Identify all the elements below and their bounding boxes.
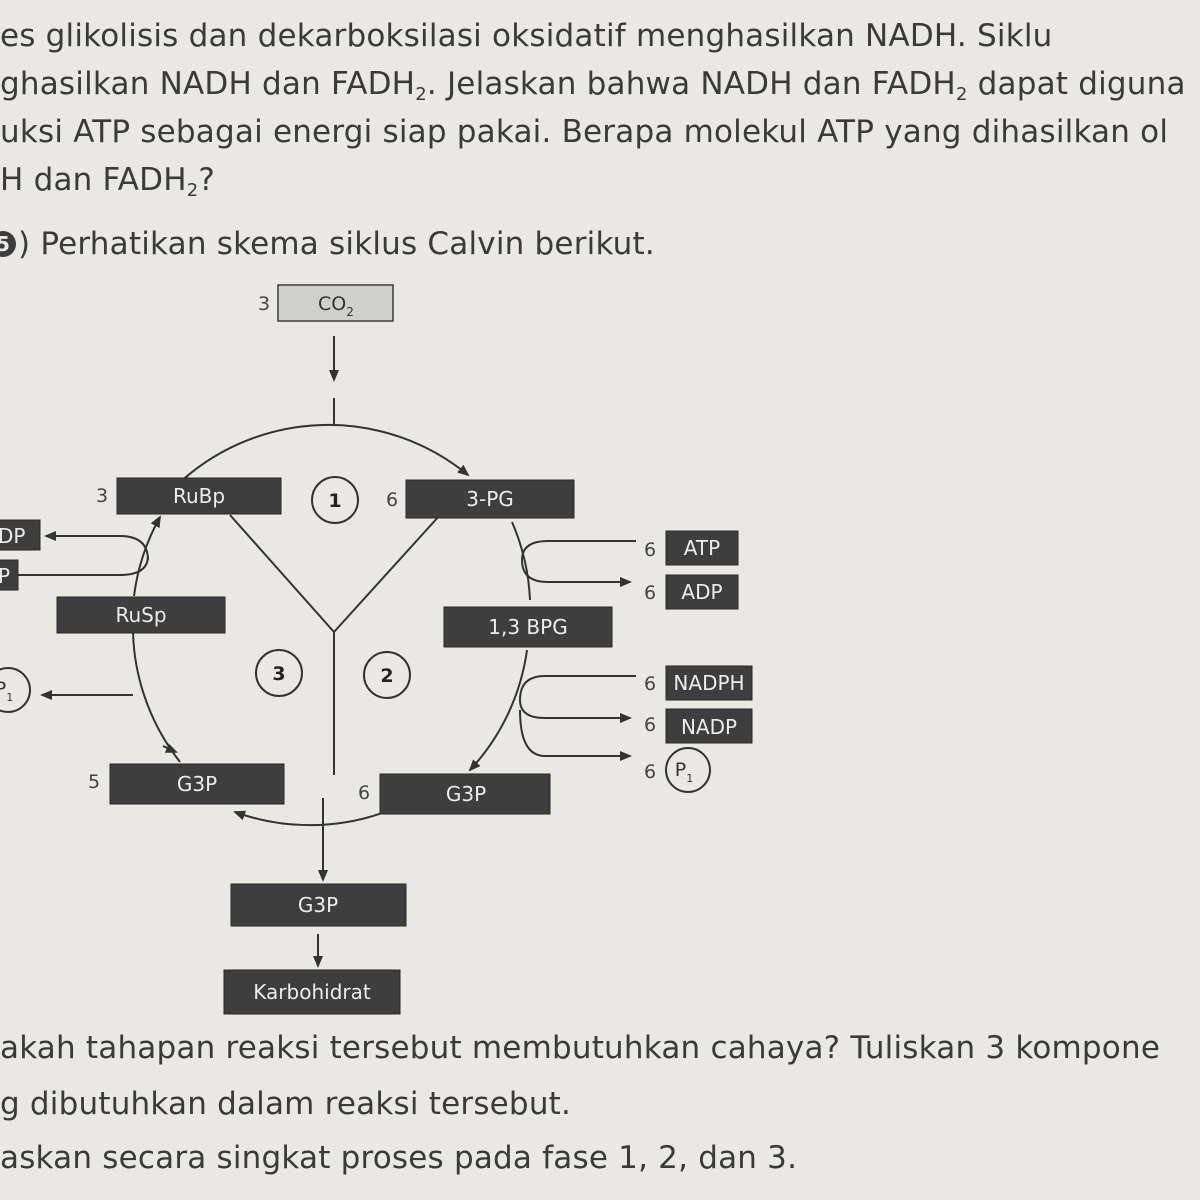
- adp-label: ADP: [681, 580, 722, 604]
- left-adp-box: [0, 519, 41, 551]
- subscript-2b: 2: [955, 84, 968, 105]
- g3p-left-box: [109, 763, 285, 805]
- phase-2-label: 2: [380, 665, 393, 687]
- bpg-box: [443, 606, 613, 648]
- question-line-2c: dapat diguna: [967, 66, 1186, 102]
- g3p-right-label: G3P: [446, 782, 486, 806]
- carb-label: Karbohidrat: [253, 980, 371, 1004]
- bottom-line-2: g dibutuhkan dalam reaksi tersebut.: [0, 1086, 571, 1122]
- left-adp-arrow: [44, 531, 149, 561]
- nadph-nadp-branch: [518, 675, 636, 723]
- pi-count: 6: [644, 761, 656, 783]
- left-adp-label: DP: [0, 524, 25, 548]
- arc-rubp-to-3pg: [174, 423, 470, 488]
- question-line-4b: ?: [198, 162, 216, 198]
- nadp-box: [665, 708, 753, 744]
- arc-3pg-to-bpg: [511, 521, 531, 601]
- arc-mid-arrow: [162, 743, 178, 753]
- subscript-2a: 2: [415, 84, 427, 105]
- question-line-1: es glikolisis dan dekarboksilasi oksidat…: [0, 18, 1053, 54]
- rusp-box: [56, 596, 226, 634]
- arc-g3p-to-rusp: [127, 618, 181, 763]
- bpg-label: 1,3 BPG: [488, 615, 567, 639]
- bottom-line-3: askan secara singkat proses pada fase 1,…: [0, 1140, 797, 1176]
- question-line-2: ghasilkan NADH dan FADH2. Jelaskan bahwa…: [0, 66, 1186, 105]
- nadph-count: 6: [644, 673, 656, 695]
- 3pg-box: [405, 479, 575, 519]
- adp-box: [665, 574, 739, 610]
- 3pg-count: 6: [386, 489, 398, 511]
- question-line-1-text: es glikolisis dan dekarboksilasi oksidat…: [0, 18, 1053, 54]
- phase-3-label: 3: [272, 663, 285, 685]
- bottom-line-1: akah tahapan reaksi tersebut membutuhkan…: [0, 1030, 1160, 1066]
- left-atp-label: P: [0, 564, 10, 588]
- divider-right: [333, 514, 441, 633]
- bottom-line-1-text: akah tahapan reaksi tersebut membutuhkan…: [0, 1030, 1161, 1066]
- nadp-label: NADP: [681, 715, 737, 739]
- subscript-4: 2: [186, 180, 199, 201]
- carb-box: [223, 969, 401, 1015]
- g3p-export-box: [230, 883, 407, 927]
- atp-count: 6: [644, 539, 656, 561]
- bottom-line-3-text: askan secara singkat proses pada fase 1,…: [0, 1140, 798, 1176]
- arc-g3p-to-g3p: [233, 810, 386, 827]
- rubp-count: 3: [96, 485, 108, 507]
- arc-rusp-to-rubp: [133, 515, 161, 597]
- question-line-4: H dan FADH2?: [0, 162, 215, 201]
- adp-count: 6: [644, 582, 656, 604]
- g3p-right-box: [379, 773, 551, 815]
- nadph-box: [665, 665, 753, 701]
- rusp-label: RuSp: [115, 603, 166, 627]
- g3p-right-count: 6: [358, 782, 370, 804]
- co2-box: [277, 284, 394, 322]
- pi-circle: [665, 747, 711, 793]
- nadp-count: 6: [644, 714, 656, 736]
- left-pi-circle: [0, 667, 31, 713]
- question-line-2b: . Jelaskan bahwa NADH dan FADH: [426, 66, 956, 102]
- question-5-text: ) Perhatikan skema siklus Calvin berikut…: [18, 226, 655, 262]
- question-number-badge: 5: [0, 231, 16, 257]
- atp-adp-branch: [520, 540, 636, 587]
- pi-label: P1: [675, 759, 693, 785]
- g3p-export-label: G3P: [298, 893, 338, 917]
- question-line-3-text: uksi ATP sebagai energi siap pakai. Bera…: [0, 114, 1169, 150]
- arc-bpg-to-g3p: [468, 649, 528, 772]
- divider-left: [229, 514, 335, 633]
- left-atp-box: [0, 559, 19, 591]
- rubp-label: RuBp: [173, 484, 225, 508]
- phase-1-circle: [311, 476, 359, 524]
- atp-label: ATP: [684, 536, 720, 560]
- g3p-left-label: G3P: [177, 772, 217, 796]
- left-atp-line: [18, 555, 149, 576]
- question-5-heading: 5) Perhatikan skema siklus Calvin beriku…: [0, 226, 655, 262]
- co2-count: 3: [258, 293, 270, 315]
- nadph-label: NADPH: [673, 671, 744, 695]
- phase-2-circle: [363, 651, 411, 699]
- calvin-cycle-diagram: 3 CO2 3 RuBp 6 3-PG 1,3 BPG RuSp 5 G3P 6…: [0, 284, 753, 1015]
- question-line-3: uksi ATP sebagai energi siap pakai. Bera…: [0, 114, 1168, 150]
- co2-label: CO2: [318, 293, 354, 319]
- phase-3-circle: [255, 649, 303, 697]
- bottom-line-2-text: g dibutuhkan dalam reaksi tersebut.: [0, 1086, 572, 1122]
- pi-branch: [519, 709, 632, 761]
- question-line-4a: H dan FADH: [0, 162, 187, 198]
- phase-1-label: 1: [328, 490, 341, 512]
- g3p-left-count: 5: [88, 771, 100, 793]
- question-line-2a: ghasilkan NADH dan FADH: [0, 66, 416, 102]
- atp-box: [665, 530, 739, 566]
- 3pg-label: 3-PG: [466, 487, 514, 511]
- left-pi-label: P1: [0, 678, 13, 704]
- rubp-box: [116, 477, 282, 515]
